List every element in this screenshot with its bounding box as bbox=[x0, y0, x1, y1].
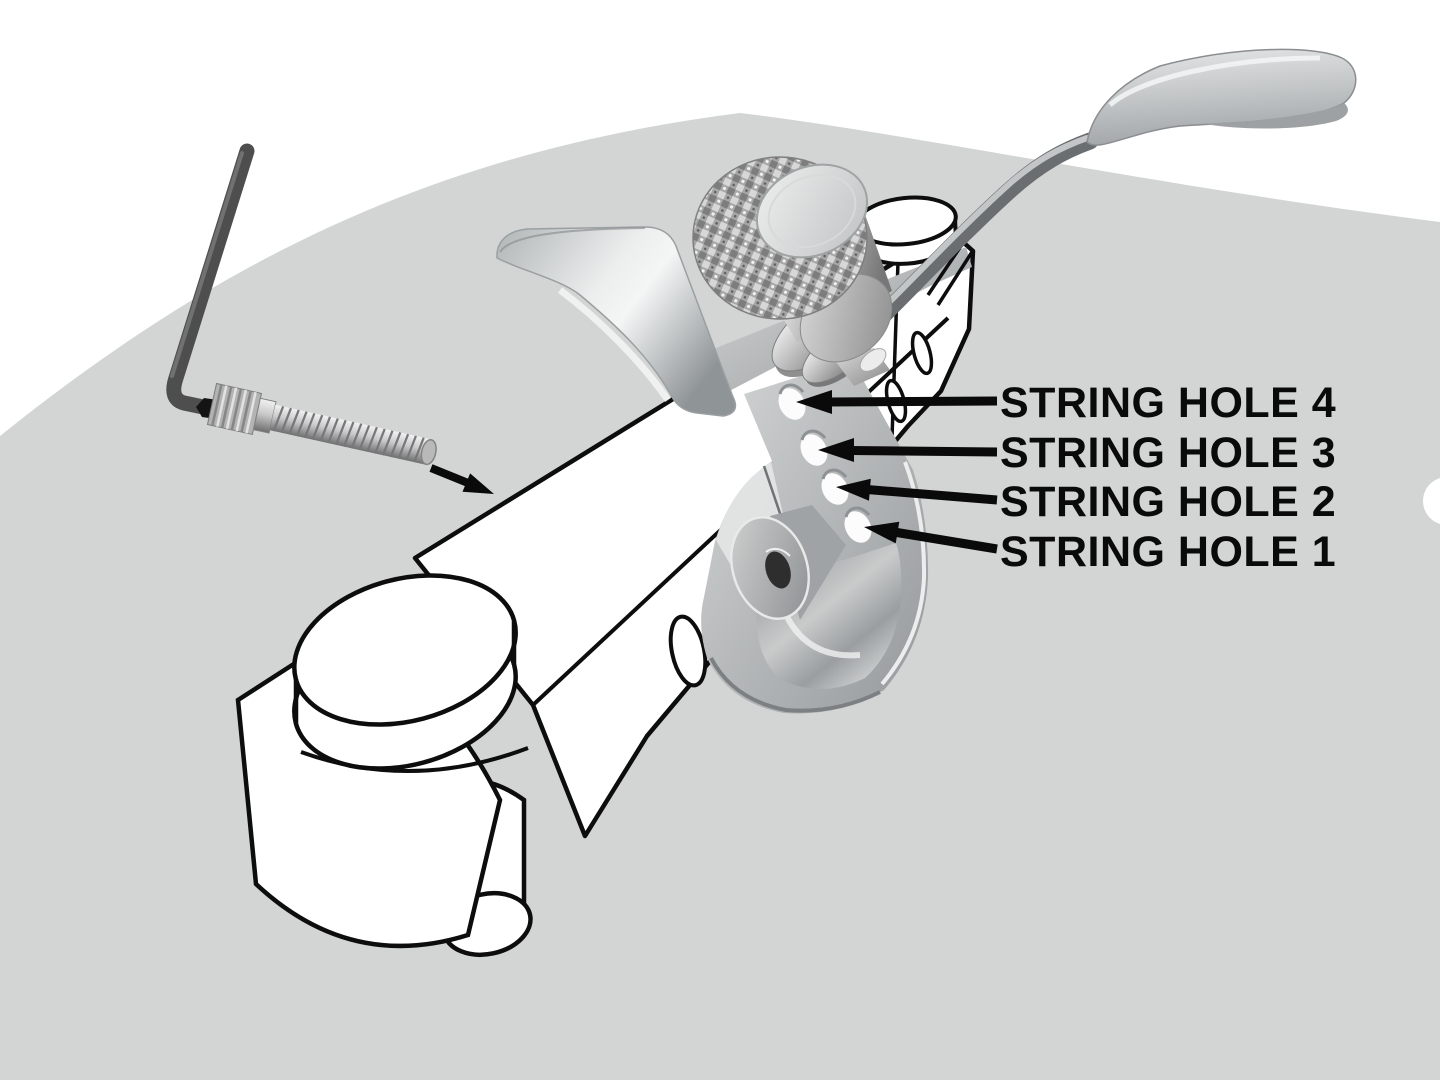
knurled-thumbwheel bbox=[692, 156, 893, 363]
arrow-string-hole-4 bbox=[796, 390, 998, 414]
pivot-bushing bbox=[730, 505, 846, 621]
hex-wrench-body bbox=[166, 143, 255, 416]
clamp-bracket-top-edge bbox=[499, 227, 646, 253]
callout-labels: STRING HOLE 4 STRING HOLE 3 STRING HOLE … bbox=[1000, 379, 1336, 576]
label-string-hole-3: STRING HOLE 3 bbox=[1000, 429, 1336, 477]
clamp-bracket-bend-highlight bbox=[557, 287, 671, 403]
thumbwheel-chamfer bbox=[767, 173, 857, 249]
string-hole-4 bbox=[778, 383, 806, 420]
roller-cylinder-rim bbox=[300, 746, 529, 773]
slot-edge-right bbox=[936, 251, 974, 306]
tremolo-arm-paddle-edge bbox=[1205, 103, 1348, 129]
strap-outer-shadow bbox=[709, 657, 881, 713]
screw-head-ridges bbox=[211, 384, 257, 434]
string-hole-2 bbox=[821, 468, 849, 505]
lock-post-outline bbox=[854, 195, 959, 266]
arrow-string-hole-3 bbox=[818, 438, 998, 462]
bridge-block-side-hole bbox=[668, 614, 708, 688]
arrow-string-hole-2 bbox=[836, 478, 998, 505]
label-string-hole-2: STRING HOLE 2 bbox=[1000, 478, 1336, 526]
string-holes bbox=[778, 383, 872, 543]
hex-wrench-highlight bbox=[170, 151, 244, 378]
tremolo-arm-paddle-highlight bbox=[1108, 55, 1321, 107]
label-string-hole-1: STRING HOLE 1 bbox=[1000, 528, 1336, 576]
arrow-string-hole-1 bbox=[864, 521, 998, 554]
lock-nut-cap bbox=[859, 348, 887, 372]
insert-direction-arrow bbox=[429, 464, 494, 494]
bushing-bore bbox=[765, 551, 791, 589]
screw-tip bbox=[420, 439, 437, 466]
clamp-bracket bbox=[496, 226, 737, 417]
string-hole-1 bbox=[844, 506, 872, 543]
string-hole-plate bbox=[701, 360, 929, 714]
tremolo-arm-paddle bbox=[1086, 48, 1357, 146]
knurled-string-screw bbox=[206, 382, 437, 466]
bridge-block-end-hole-upper bbox=[910, 330, 934, 376]
screw-threads bbox=[272, 406, 425, 463]
roller-cylinders-front bbox=[235, 573, 529, 949]
label-string-hole-4: STRING HOLE 4 bbox=[1000, 379, 1336, 427]
screw-shaft bbox=[269, 404, 432, 465]
surface-edge-notch bbox=[1423, 478, 1440, 524]
string-hole-3 bbox=[800, 429, 828, 466]
callout-arrows bbox=[796, 390, 998, 554]
